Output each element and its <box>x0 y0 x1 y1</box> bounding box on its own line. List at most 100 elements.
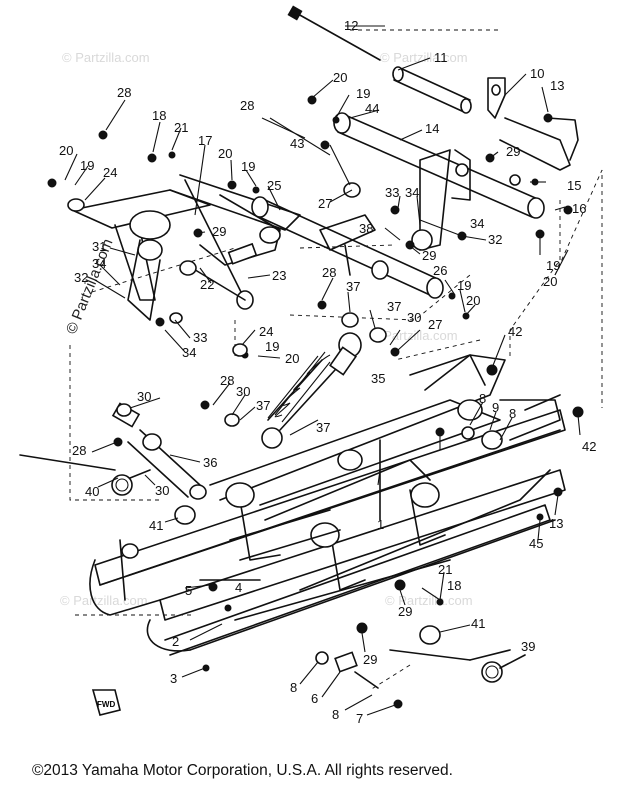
callout-28d: 28 <box>220 373 234 388</box>
callout-leaders <box>64 25 581 716</box>
callout-labels: 1 2 3 4 5 6 7 8 8 8 8 9 10 11 12 13 13 1… <box>59 18 596 726</box>
callout-30b: 30 <box>236 384 250 399</box>
callout-13a: 13 <box>550 78 564 93</box>
callout-1: 1 <box>377 517 384 532</box>
long-bolt <box>287 5 381 61</box>
callout-28c: 28 <box>322 265 336 280</box>
callout-28b: 28 <box>240 98 254 113</box>
front-tag-label: FWD <box>97 700 115 709</box>
callout-42b: 42 <box>582 439 596 454</box>
callout-17: 17 <box>198 133 212 148</box>
callout-20c: 20 <box>333 70 347 85</box>
callout-42a: 42 <box>508 324 522 339</box>
callout-19f: 19 <box>265 339 279 354</box>
torsion-spring-left <box>19 454 151 496</box>
callout-30a: 30 <box>407 310 421 325</box>
upper-slide-arm-assembly <box>71 174 301 321</box>
callout-41a: 41 <box>149 518 163 533</box>
callout-45: 45 <box>529 536 543 551</box>
callout-5: 5 <box>185 583 192 598</box>
callout-21a: 21 <box>174 120 188 135</box>
assembly-lines <box>69 29 603 691</box>
callout-18b: 18 <box>447 578 461 593</box>
watermark: © Partzilla.com <box>62 50 150 65</box>
callout-37d: 37 <box>316 420 330 435</box>
callout-32a: 32 <box>74 270 88 285</box>
cross-shaft <box>251 196 444 299</box>
callout-27a: 27 <box>318 196 332 211</box>
callout-3: 3 <box>170 671 177 686</box>
callout-19d: 19 <box>457 278 471 293</box>
watermark: © Partzilla.com <box>385 593 473 608</box>
callout-34a: 34 <box>92 256 106 271</box>
callout-34d: 34 <box>470 216 484 231</box>
callout-34b: 34 <box>182 345 196 360</box>
front-direction-tag: FWD <box>91 689 121 716</box>
callout-20e: 20 <box>543 274 557 289</box>
watermark: © Partzilla.com <box>380 50 468 65</box>
callout-41b: 41 <box>471 616 485 631</box>
callout-29e: 29 <box>363 652 377 667</box>
callout-20b: 20 <box>218 146 232 161</box>
callout-30d: 30 <box>155 483 169 498</box>
callout-19e: 19 <box>546 258 560 273</box>
callout-28a: 28 <box>117 85 131 100</box>
callout-21b: 21 <box>438 562 452 577</box>
torsion-spring-right <box>389 649 526 683</box>
callout-23: 23 <box>272 268 286 283</box>
callout-19b: 19 <box>241 159 255 174</box>
copyright-footer: ©2013 Yamaha Motor Corporation, U.S.A. A… <box>32 762 453 779</box>
callout-29c: 29 <box>506 144 520 159</box>
callout-2: 2 <box>172 634 179 649</box>
callout-37b: 37 <box>387 299 401 314</box>
callout-27b: 27 <box>428 317 442 332</box>
callout-32b: 32 <box>488 232 502 247</box>
callout-33b: 33 <box>385 185 399 200</box>
callout-29d: 29 <box>398 604 412 619</box>
callout-24b: 24 <box>259 324 273 339</box>
callout-26: 26 <box>433 263 447 278</box>
callout-37a: 37 <box>346 279 360 294</box>
callout-11: 11 <box>434 50 448 65</box>
callout-16: 16 <box>572 201 586 216</box>
callout-8d: 8 <box>509 406 516 421</box>
callout-28e: 28 <box>72 443 86 458</box>
callout-18a: 18 <box>152 108 166 123</box>
watermark: © Partzilla.com <box>60 593 148 608</box>
callout-19a: 19 <box>80 158 94 173</box>
callout-10: 10 <box>530 66 544 81</box>
callout-24a: 24 <box>103 165 117 180</box>
callout-37c: 37 <box>256 398 270 413</box>
callout-34c: 34 <box>405 185 419 200</box>
long-shaft <box>392 66 472 114</box>
callout-8b: 8 <box>332 707 339 722</box>
callout-35: 35 <box>371 371 385 386</box>
callout-40: 40 <box>85 484 99 499</box>
callout-8c: 8 <box>479 391 486 406</box>
callout-33a: 33 <box>193 330 207 345</box>
callout-29a: 29 <box>212 224 226 239</box>
callout-7: 7 <box>356 711 363 726</box>
callout-13b: 13 <box>549 516 563 531</box>
callout-25: 25 <box>267 178 281 193</box>
callout-31: 31 <box>92 239 106 254</box>
rear-shock-absorber <box>261 332 362 449</box>
callout-43: 43 <box>290 136 304 151</box>
callout-36: 36 <box>203 455 217 470</box>
callout-39: 39 <box>521 639 535 654</box>
callout-8a: 8 <box>290 680 297 695</box>
callout-22: 22 <box>200 277 214 292</box>
callout-20a: 20 <box>59 143 73 158</box>
bracket <box>487 77 579 171</box>
fastener-hardware <box>47 95 584 709</box>
callout-4: 4 <box>235 580 242 595</box>
callout-6: 6 <box>311 691 318 706</box>
callout-29b: 29 <box>422 248 436 263</box>
callout-20d: 20 <box>466 293 480 308</box>
callout-9: 9 <box>492 400 499 415</box>
callout-15: 15 <box>567 178 581 193</box>
callout-14: 14 <box>425 121 439 136</box>
callout-38: 38 <box>359 221 373 236</box>
callout-12: 12 <box>344 18 358 33</box>
